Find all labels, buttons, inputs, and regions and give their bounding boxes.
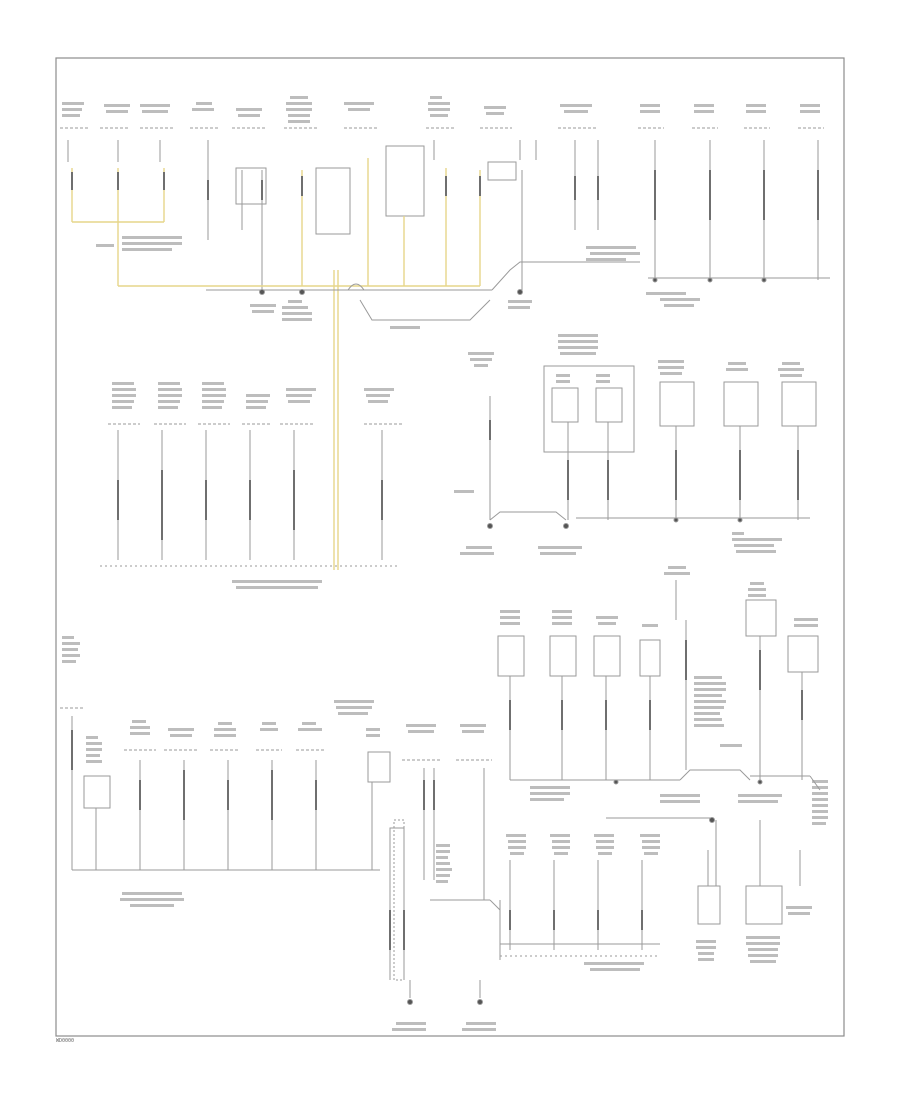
top-ground-labels: [96, 236, 700, 329]
bottom-center-section: [389, 768, 501, 1031]
middle-right-ground-labels: [454, 490, 782, 555]
bottom-left-wire-marks: [71, 730, 317, 820]
middle-right-section: [468, 334, 817, 529]
middle-left-connector-label: [232, 580, 322, 589]
bottom-left-section: [60, 636, 492, 907]
top-component-labels: [62, 96, 820, 123]
diagram-frame: [55, 57, 845, 1037]
diagram-code: WD0000: [56, 1038, 75, 1044]
highlighted-ground-wires: [71, 158, 481, 570]
middle-right-wire-marks: [489, 420, 799, 500]
wire-segment-marks: [71, 170, 819, 220]
bottom-right-section: [497, 566, 828, 971]
bottom-center-wire-marks: [389, 780, 435, 950]
top-ground-bus: [206, 170, 830, 321]
top-section: [60, 96, 824, 290]
middle-left-section: [100, 382, 404, 567]
bottom-right-wire-marks: [509, 640, 803, 930]
middle-left-wire-marks: [117, 470, 383, 540]
